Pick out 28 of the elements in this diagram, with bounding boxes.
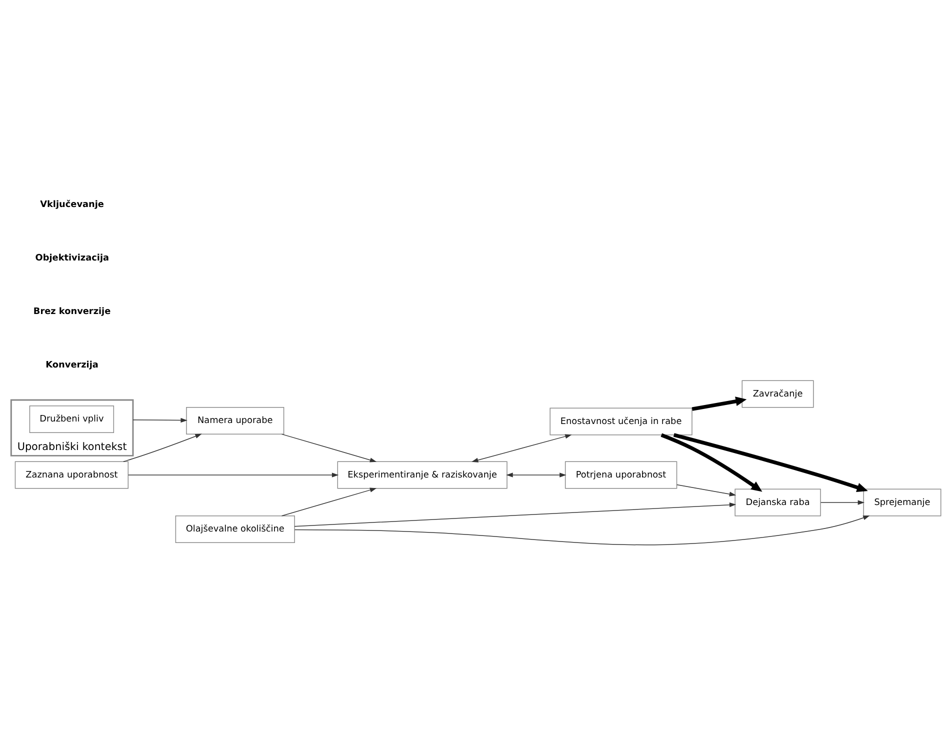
arrow [472,434,572,462]
label: Konverzija [46,360,98,370]
node-box: Sprejemanje [863,488,942,516]
node-box: Enostavnost učenja in rabe [550,407,692,435]
arrow [294,515,870,545]
arrow [692,396,747,410]
node-box: Olajševalne okoliščine [175,515,295,542]
node-box: Družbeni vpliv [29,405,114,433]
node-box: Zavračanje [742,380,814,408]
label: Brez konverzije [33,306,111,316]
label: Vključevanje [40,199,104,210]
node-box: Dejanska raba [734,488,821,516]
arrow [281,433,377,462]
node-box: Zaznana uporabnost [14,460,129,488]
arrow [660,432,762,492]
arrow [676,484,736,496]
label: Objektivizacija [35,252,110,263]
arrow [294,502,736,526]
arrow [281,487,377,516]
arrow [673,432,868,492]
node-box: Eksperimentiranje & raziskovanje [337,460,508,488]
arrow [132,417,188,422]
node-box: Potrjena uporabnost [564,460,678,488]
arrow [820,500,865,504]
node-box: Namera uporabe [186,406,284,434]
arrow [128,472,339,477]
arrow [506,472,566,477]
arrow [123,433,202,462]
